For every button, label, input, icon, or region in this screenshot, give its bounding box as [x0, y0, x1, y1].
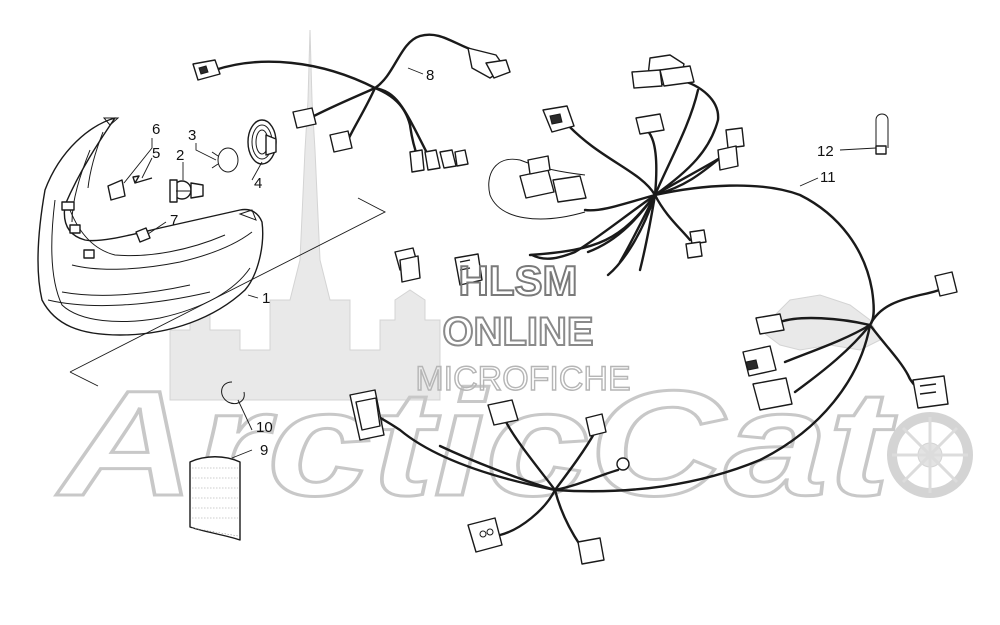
callout-11: 11: [820, 169, 836, 186]
callout-3: 3: [188, 127, 196, 144]
watermark-line-1: HLSM: [459, 257, 578, 304]
headlight-harness: [192, 33, 511, 173]
heat-shield-sleeve: [189, 456, 241, 541]
callout-labels: 1 2 3 4 5 6 7 8 9 10 11 12: [152, 67, 836, 459]
callout-5: 5: [152, 145, 160, 162]
rubber-boot: [247, 119, 277, 165]
bulb-socket-parts: [107, 119, 277, 243]
callout-2: 2: [176, 147, 184, 164]
callout-7: 7: [170, 212, 178, 229]
retaining-ring-10: [221, 381, 245, 405]
bulb: [169, 179, 204, 203]
bulb-connector: [135, 227, 151, 243]
callout-4: 4: [254, 175, 262, 192]
clip: [107, 179, 126, 201]
part-1-bracket: [69, 197, 386, 373]
background-watermark: [169, 29, 973, 498]
watermark-line-2: ONLINE: [442, 310, 593, 354]
callout-10: 10: [256, 419, 273, 436]
watermark-line-3: MICROFICHE: [415, 360, 630, 398]
harness-clip: [875, 113, 889, 155]
callout-9: 9: [260, 442, 268, 459]
callout-1: 1: [262, 290, 270, 307]
callout-leaders: [123, 67, 877, 459]
callout-12: 12: [817, 143, 834, 160]
main-wiring-harness: [349, 54, 958, 565]
hlsm-watermark: HLSM ONLINE MICROFICHE: [415, 256, 632, 399]
retaining-ring: [211, 147, 239, 173]
callout-6: 6: [152, 121, 160, 138]
headlight-housing: [37, 117, 264, 336]
callout-8: 8: [426, 67, 434, 84]
screw: [132, 175, 153, 184]
